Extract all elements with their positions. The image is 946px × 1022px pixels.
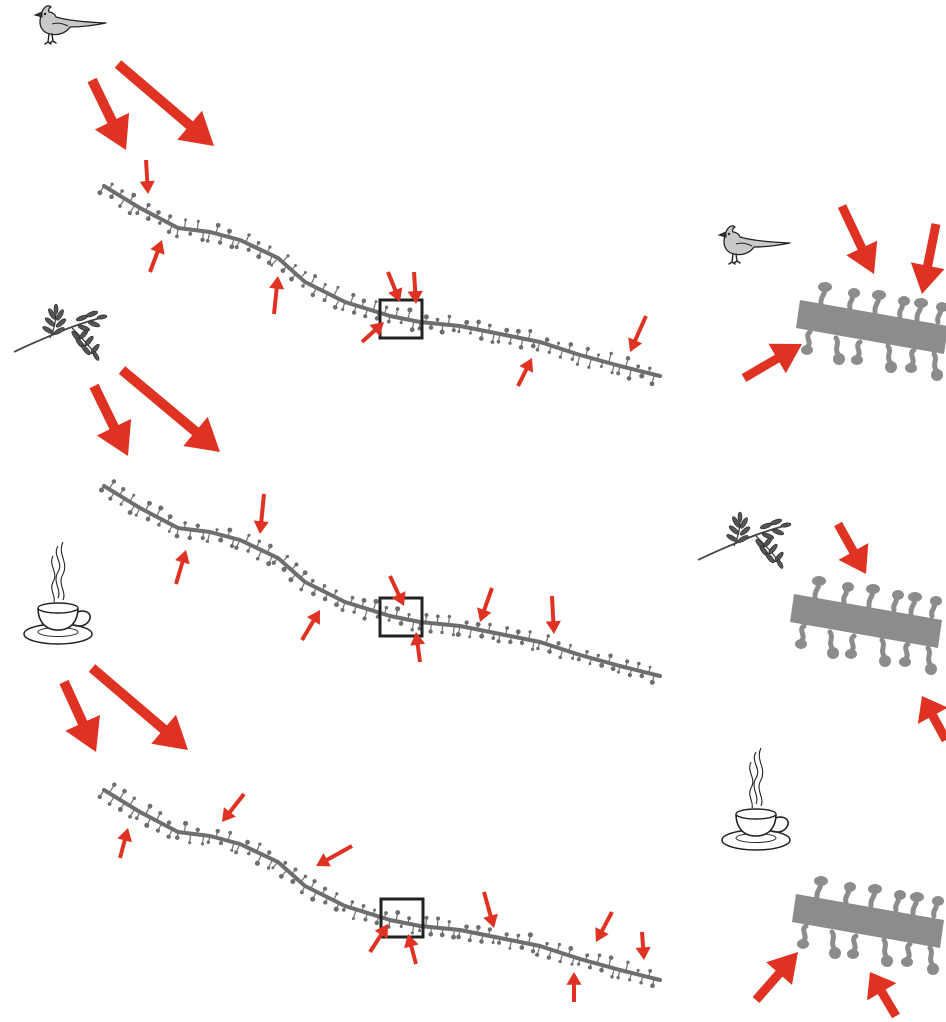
coffee-cup-icon (23, 541, 93, 645)
bird-spine-arrow-6 (360, 322, 384, 344)
zoom-coffee-arrow-1 (752, 952, 798, 1003)
arrow-layer (59, 60, 946, 1019)
coffee-spine-arrow-8 (635, 931, 651, 960)
zoom-leaf-arrow-1 (834, 521, 869, 574)
zoom-bird-arrow-1 (837, 204, 878, 274)
leaf-spine-arrow-5 (410, 632, 426, 663)
leaf-spine-arrow-1 (253, 493, 269, 534)
leafy-branch-icon (13, 303, 109, 363)
coffee-spine-arrow-6 (482, 891, 498, 928)
coffee-spine-arrow-5 (404, 934, 419, 965)
leaf-spine-arrow-7 (545, 595, 561, 634)
dendrite-bird (97, 182, 662, 387)
zoom-coffee-arrow-2 (867, 972, 900, 1019)
stimulus-arrow-bird-1 (87, 77, 130, 150)
dendrite-coffee (97, 782, 662, 989)
zoom-box-coffee (379, 897, 425, 939)
stimulus-arrow-coffee-1 (59, 679, 100, 752)
bird-icon (34, 5, 107, 45)
zoom-bird-icon (718, 225, 791, 265)
zoomed-dendrite-layer (790, 282, 946, 975)
leaf-spine-arrow-3 (300, 610, 320, 641)
bird-spine-arrow-7 (516, 358, 534, 387)
stimulus-arrow-leaf-2 (118, 366, 220, 452)
zoomed-dendrite-coffee (792, 876, 944, 975)
bird-spine-arrow-3 (269, 276, 285, 315)
zoom-bird-arrow-2 (910, 223, 945, 294)
zoom-bird-arrow-3 (741, 343, 802, 382)
coffee-spine-arrow-7 (595, 911, 614, 942)
coffee-spine-arrow-3 (316, 844, 353, 867)
coffee-spine-arrow-1 (117, 828, 132, 859)
leaf-spine-arrow-4 (388, 575, 406, 606)
bird-spine-arrow-1 (139, 159, 155, 194)
bird-spine-arrow-5 (407, 271, 423, 304)
coffee-spine-arrow-4 (368, 924, 388, 954)
bird-spine-arrow-4 (386, 271, 403, 302)
stimulus-arrow-bird-2 (114, 60, 214, 147)
dendrite-layer (97, 182, 662, 989)
zoomed-dendrite-leaf (790, 576, 942, 675)
zoom-leafy-branch-icon (697, 511, 793, 571)
dendrite-leaf (98, 479, 662, 685)
zoom-leaf-arrow-2 (917, 696, 946, 743)
coffee-spine-arrow-2 (222, 792, 246, 822)
coffee-spine-arrow-9 (566, 972, 582, 1002)
bird-spine-arrow-8 (628, 315, 648, 352)
zoom-box-layer (378, 298, 425, 939)
zoom-box-bird (378, 298, 424, 340)
bird-spine-arrow-2 (148, 240, 165, 273)
leaf-spine-arrow-6 (477, 587, 494, 622)
zoomed-dendrite-bird (796, 282, 946, 381)
stimulus-arrow-leaf-1 (89, 383, 132, 456)
zoom-coffee-cup-icon (721, 747, 791, 851)
leaf-spine-arrow-2 (174, 550, 190, 585)
stimulus-arrow-coffee-2 (88, 664, 188, 750)
